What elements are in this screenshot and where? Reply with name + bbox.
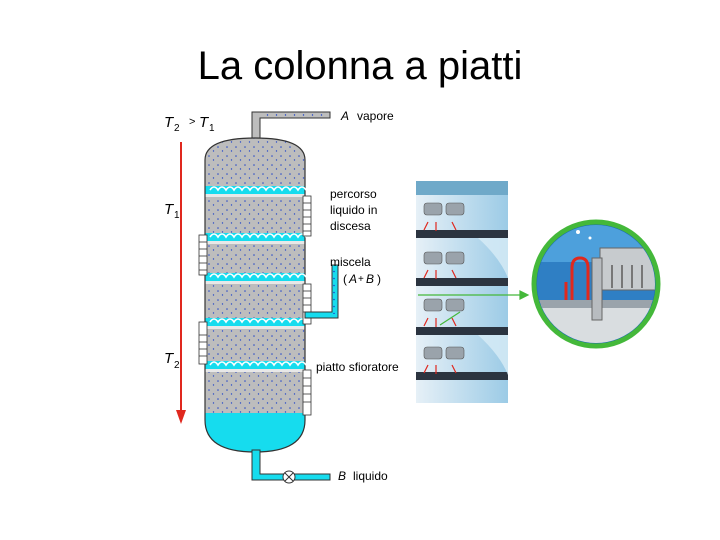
column-vessel xyxy=(204,137,307,453)
label-t1: T 1 xyxy=(164,201,180,221)
label-t2: T 2 xyxy=(164,350,180,371)
svg-text:+: + xyxy=(358,274,364,285)
page-title: La colonna a piatti xyxy=(197,44,523,88)
label-liquido: B liquido xyxy=(338,469,388,483)
svg-text:T: T xyxy=(199,114,210,131)
svg-text:T: T xyxy=(164,114,175,131)
label-piatto-sfioratore: piatto sfioratore xyxy=(316,360,399,374)
svg-text:A: A xyxy=(340,109,349,123)
svg-text:1: 1 xyxy=(209,123,215,134)
label-miscela: miscela ( A + B ) xyxy=(330,255,381,286)
svg-text:A: A xyxy=(348,272,357,286)
tray-photo-inset xyxy=(416,181,508,403)
svg-text:): ) xyxy=(377,272,381,286)
temperature-gradient-arrow xyxy=(176,142,186,424)
label-temperature-top: T 2 > T 1 xyxy=(164,114,215,134)
downcomers xyxy=(198,195,312,416)
svg-text:vapore: vapore xyxy=(357,109,394,123)
callout-arrows xyxy=(418,290,530,326)
svg-text:discesa: discesa xyxy=(330,219,371,233)
label-vapore: A vapore xyxy=(340,109,394,123)
label-percorso: percorso liquido in discesa xyxy=(330,187,377,233)
bubble-cap-zoom-inset xyxy=(531,219,661,349)
svg-text:(: ( xyxy=(343,272,347,286)
liquid-outlet-pipe xyxy=(251,449,331,484)
vapour-outlet-pipe xyxy=(251,111,331,141)
svg-text:liquido: liquido xyxy=(353,469,388,483)
svg-text:T: T xyxy=(164,201,175,218)
svg-text:2: 2 xyxy=(174,123,180,134)
svg-text:2: 2 xyxy=(174,360,180,371)
svg-text:B: B xyxy=(338,469,346,483)
svg-text:B: B xyxy=(366,272,374,286)
svg-text:>: > xyxy=(189,116,195,128)
svg-text:percorso: percorso xyxy=(330,187,377,201)
feed-pipe xyxy=(304,264,339,319)
svg-text:T: T xyxy=(164,350,175,367)
svg-text:1: 1 xyxy=(174,210,180,221)
svg-text:liquido in: liquido in xyxy=(330,203,377,217)
svg-text:miscela: miscela xyxy=(330,255,371,269)
